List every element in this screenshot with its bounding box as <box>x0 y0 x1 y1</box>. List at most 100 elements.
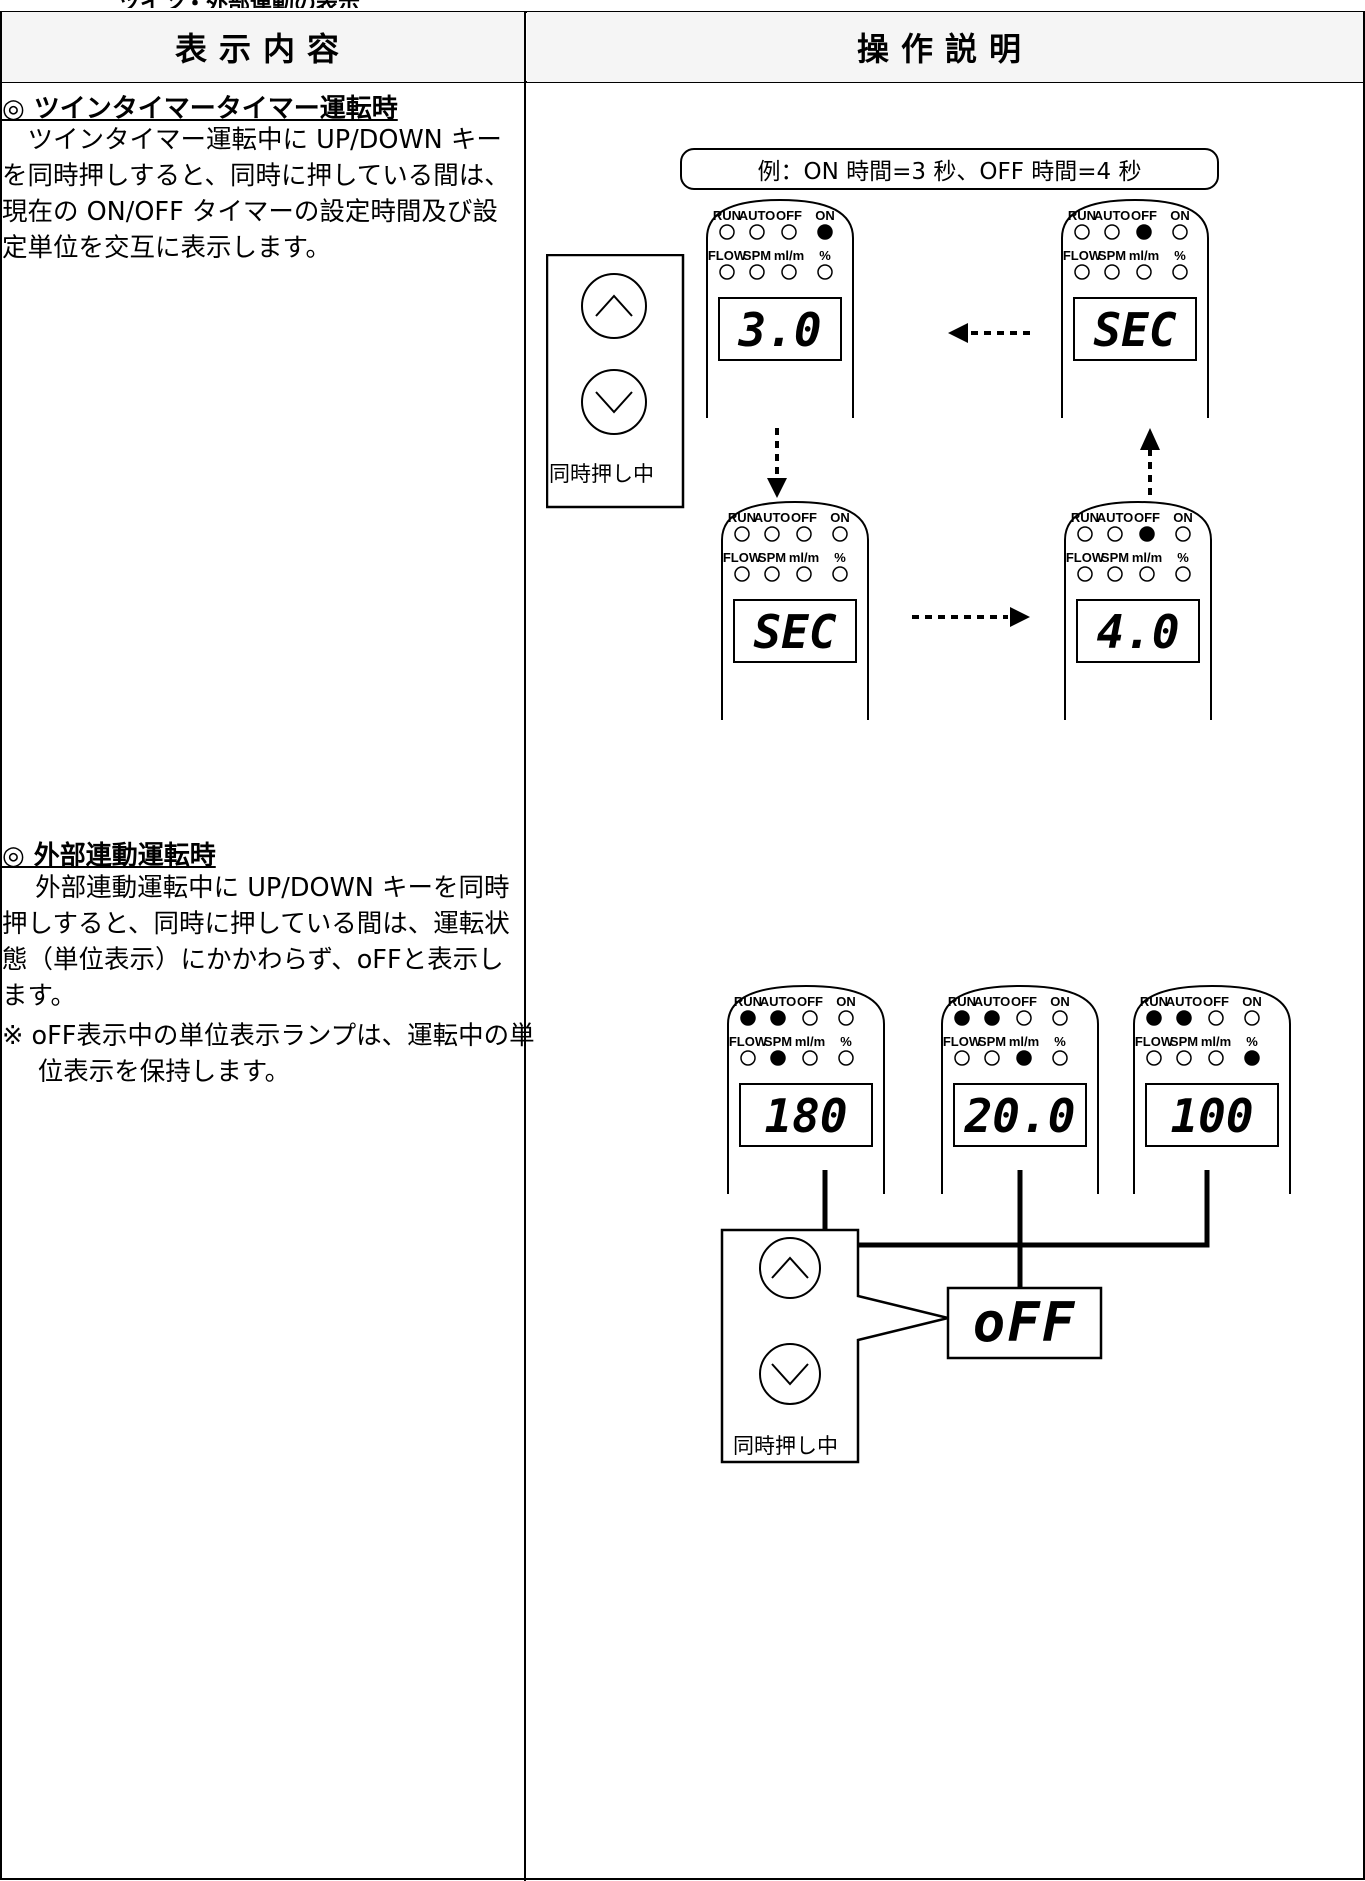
led-indicator <box>740 1050 756 1066</box>
led-indicator <box>719 224 735 240</box>
section2-title: ◎ 外部連動運転時 <box>2 841 216 871</box>
led-label: RUN <box>1071 510 1099 525</box>
led-indicator <box>802 1010 818 1026</box>
led-label: % <box>840 1034 852 1049</box>
led-label: ml/m <box>795 1034 825 1049</box>
key-caption-1: 同時押し中 <box>549 462 654 486</box>
led-indicator <box>1139 566 1155 582</box>
led-label: ON <box>1050 994 1070 1009</box>
led-indicator <box>719 264 735 280</box>
led-label: ON <box>815 208 835 223</box>
led-label: ml/m <box>1009 1034 1039 1049</box>
led-indicator <box>1172 224 1188 240</box>
led-label: FLOW <box>723 550 762 565</box>
led-indicator <box>1074 224 1090 240</box>
up-key-icon <box>581 273 647 339</box>
led-label: FLOW <box>1135 1034 1174 1049</box>
led-label: RUN <box>713 208 741 223</box>
led-indicator <box>1208 1050 1224 1066</box>
section1-arrows <box>767 323 1160 627</box>
led-label: ml/m <box>1132 550 1162 565</box>
led-indicator <box>1146 1010 1162 1026</box>
led-indicator <box>1077 566 1093 582</box>
led-label: AUTO <box>974 994 1011 1009</box>
led-indicator <box>1176 1050 1192 1066</box>
seven-segment-display: 100 <box>1170 1089 1253 1143</box>
seven-segment-display: 3.0 <box>737 303 821 357</box>
led-indicator <box>796 526 812 542</box>
example-label: 例：ON 時間=3 秒、OFF 時間=4 秒 <box>680 148 1219 190</box>
led-label: ON <box>836 994 856 1009</box>
led-indicator <box>740 1010 756 1026</box>
led-indicator <box>1074 264 1090 280</box>
led-indicator <box>1146 1050 1162 1066</box>
led-label: AUTO <box>1097 510 1134 525</box>
led-indicator <box>954 1050 970 1066</box>
header-display-content: 表示内容 <box>2 12 524 82</box>
section2-connectors <box>720 1170 1210 1464</box>
led-label: SPM <box>764 1034 792 1049</box>
led-indicator <box>832 566 848 582</box>
led-indicator <box>796 566 812 582</box>
led-label: RUN <box>1140 994 1168 1009</box>
led-label: FLOW <box>1063 248 1102 263</box>
led-label: SPM <box>978 1034 1006 1049</box>
led-indicator <box>734 566 750 582</box>
led-label: ON <box>1173 510 1193 525</box>
led-label: % <box>1246 1034 1258 1049</box>
led-indicator <box>838 1010 854 1026</box>
down-key-icon <box>581 369 647 435</box>
led-label: SPM <box>1098 248 1126 263</box>
led-label: AUTO <box>760 994 797 1009</box>
led-label: % <box>1177 550 1189 565</box>
led-label: FLOW <box>708 248 747 263</box>
led-label: RUN <box>734 994 762 1009</box>
led-label: ON <box>1170 208 1190 223</box>
led-indicator <box>781 224 797 240</box>
led-label: FLOW <box>729 1034 768 1049</box>
header-operation-description: 操作説明 <box>527 12 1363 82</box>
section1-text: ツインタイマー運転中に UP/DOWN キーを同時押しすると、同時に押している間… <box>2 125 510 263</box>
led-label: ml/m <box>774 248 804 263</box>
led-indicator <box>1172 264 1188 280</box>
led-indicator <box>1139 526 1155 542</box>
led-indicator <box>984 1050 1000 1066</box>
led-label: AUTO <box>1166 994 1203 1009</box>
led-indicator <box>764 566 780 582</box>
led-label: AUTO <box>754 510 791 525</box>
seven-segment-display: 20.0 <box>964 1089 1076 1143</box>
section1-title: ◎ ツインタイマータイマー運転時 <box>2 94 398 124</box>
led-indicator <box>734 526 750 542</box>
led-label: ml/m <box>1201 1034 1231 1049</box>
page-title: ツイン・外部連動の表示 <box>118 0 360 8</box>
off-display <box>946 1286 1103 1360</box>
led-indicator <box>1107 566 1123 582</box>
led-label: % <box>1054 1034 1066 1049</box>
led-label: AUTO <box>739 208 776 223</box>
led-indicator <box>1052 1010 1068 1026</box>
led-indicator <box>1016 1050 1032 1066</box>
key-box-1 <box>546 254 685 509</box>
led-label: RUN <box>728 510 756 525</box>
led-indicator <box>1244 1050 1260 1066</box>
led-indicator <box>1175 526 1191 542</box>
off-display-text: oFF <box>972 1291 1077 1354</box>
led-indicator <box>1052 1050 1068 1066</box>
led-indicator <box>832 526 848 542</box>
led-indicator <box>1016 1010 1032 1026</box>
section2-text: 外部連動運転中に UP/DOWN キーを同時押しすると、同時に押している間は、運… <box>2 873 510 1011</box>
led-label: OFF <box>776 208 802 223</box>
key-caption-2: 同時押し中 <box>733 1434 838 1458</box>
led-label: SPM <box>743 248 771 263</box>
led-label: OFF <box>1203 994 1229 1009</box>
led-indicator <box>1136 224 1152 240</box>
seven-segment-display: 4.0 <box>1096 605 1179 659</box>
led-indicator <box>1175 566 1191 582</box>
led-indicator <box>749 264 765 280</box>
